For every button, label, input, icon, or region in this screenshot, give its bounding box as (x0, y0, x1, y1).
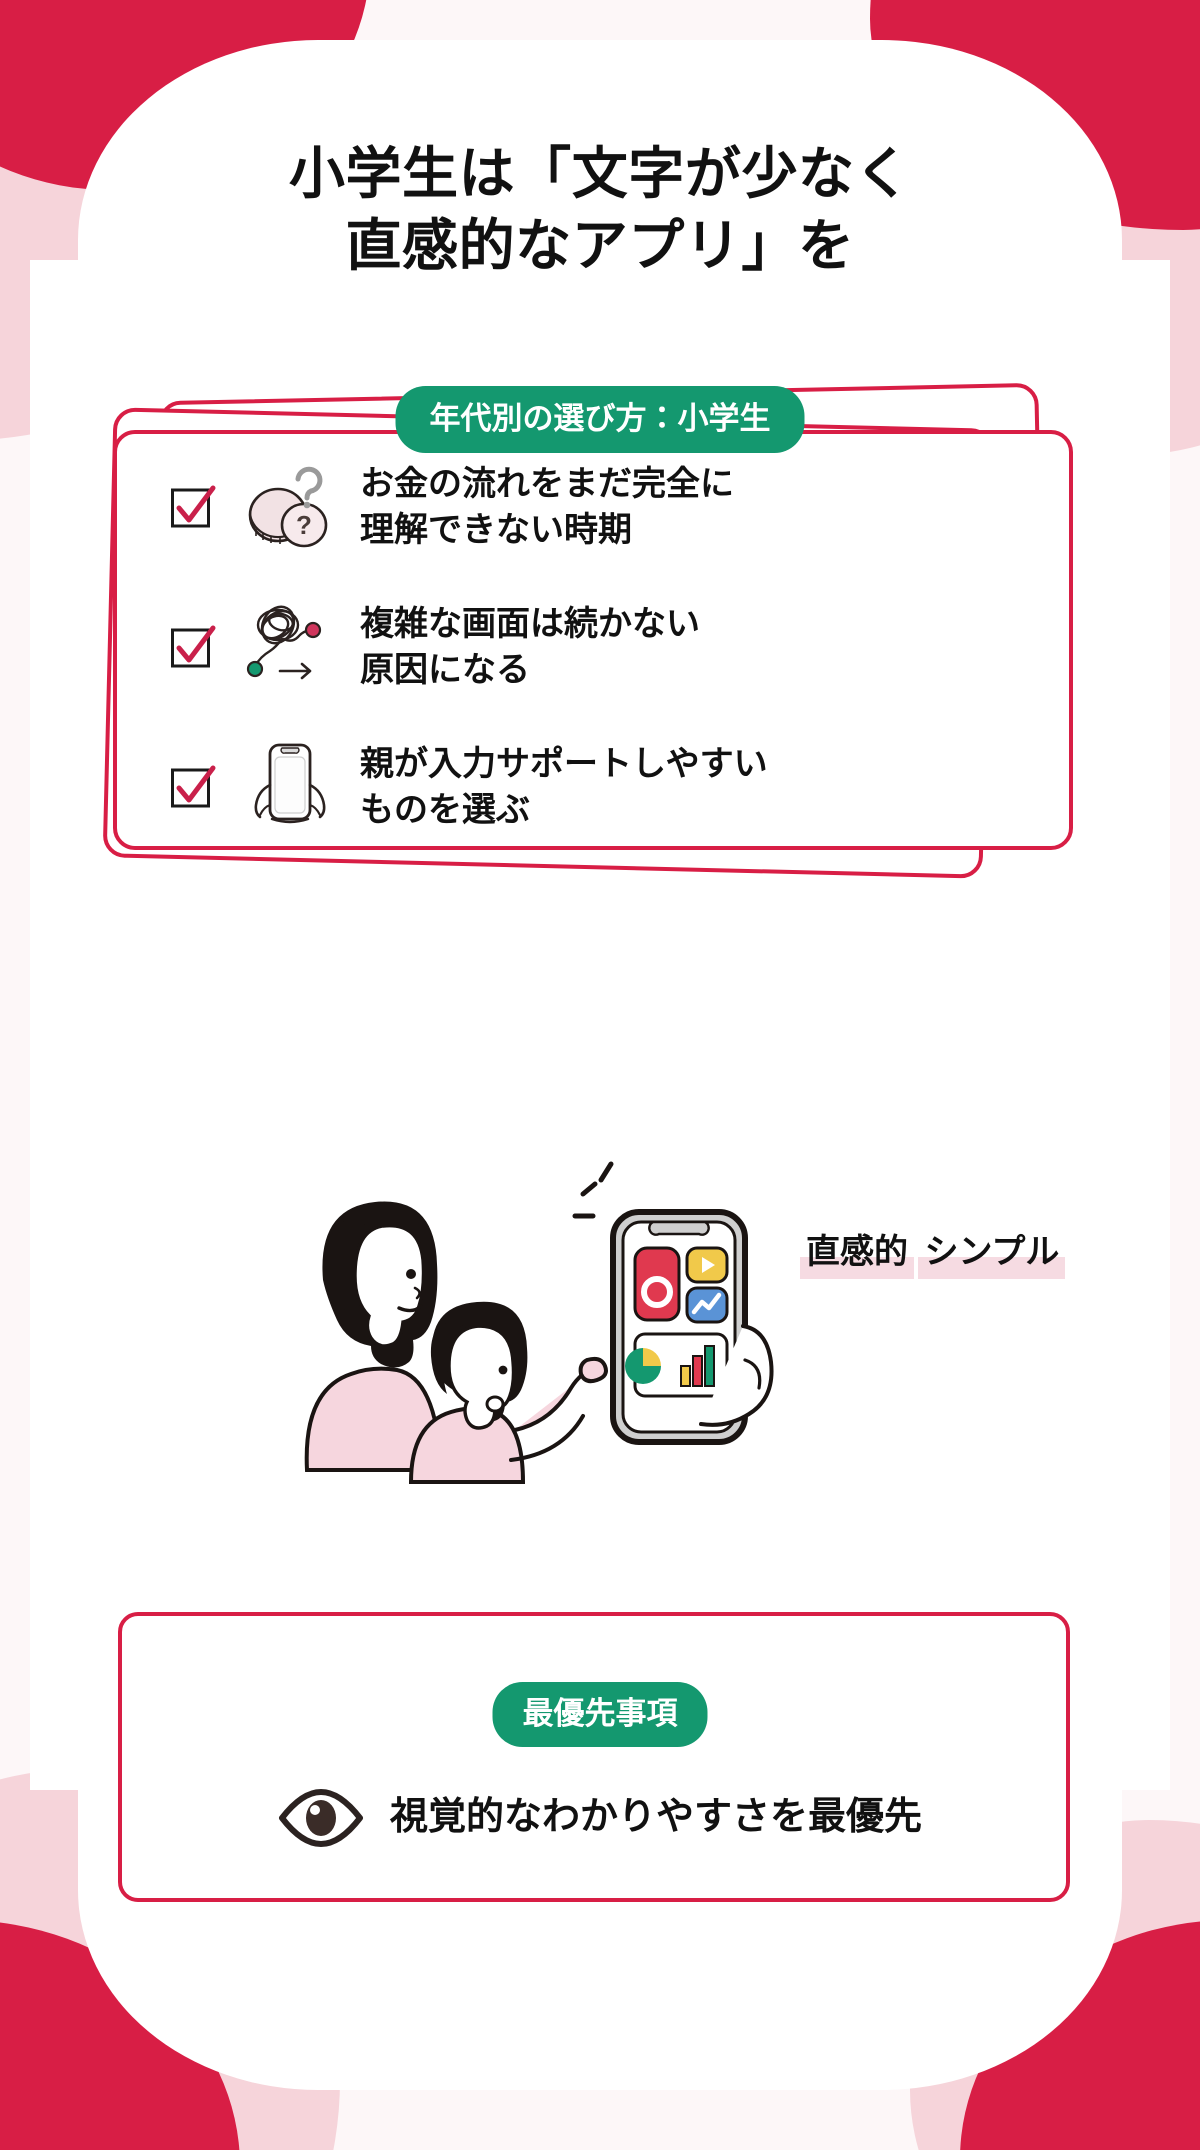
checklist: ? お金の流れをまだ完全に 理解できない時期 (170, 455, 1020, 839)
illustration-side-labels: 直感的 シンプル (800, 1230, 1100, 1323)
checklist-item-text: 親が入力サポートしやすい ものを選ぶ (360, 741, 768, 833)
page-title-line-1: 小学生は「文字が少なく (288, 142, 912, 205)
page-title: 小学生は「文字が少なく 直感的なアプリ」を (0, 138, 1200, 281)
checklist-item-text-line-1: 複雑な画面は続かない (360, 604, 700, 643)
priority-text: 視覚的なわかりやすさを最優先 (389, 1796, 922, 1839)
checked-checkbox-icon[interactable] (170, 764, 216, 810)
eye-icon (278, 1788, 364, 1848)
checklist-item-text-line-2: 原因になる (360, 651, 530, 689)
coins-question-icon: ? (238, 455, 342, 559)
checklist-item-text-line-1: お金の流れをまだ完全に (360, 464, 734, 503)
phone-in-hands-icon (238, 735, 342, 839)
checklist-item-text-line-2: 理解できない時期 (360, 511, 632, 549)
checklist-badge: 年代別の選び方：小学生 (395, 386, 805, 453)
side-label-intuitive: 直感的 (800, 1230, 914, 1280)
priority-card (118, 1612, 1070, 1902)
checked-checkbox-icon[interactable] (170, 484, 216, 530)
checklist-item[interactable]: 親が入力サポートしやすい ものを選ぶ (170, 735, 1020, 839)
checked-checkbox-icon[interactable] (170, 624, 216, 670)
page-title-line-2: 直感的なアプリ」を (345, 213, 855, 277)
checklist-item-text: 複雑な画面は続かない 原因になる (360, 601, 700, 693)
checklist-item-text: お金の流れをまだ完全に 理解できない時期 (360, 461, 734, 553)
side-label-simple: シンプル (918, 1230, 1066, 1280)
tangled-scribble-arrow-icon (238, 595, 342, 699)
checklist-item-text-line-2: ものを選ぶ (360, 791, 530, 829)
priority-badge: 最優先事項 (492, 1682, 708, 1747)
checklist-item[interactable]: 複雑な画面は続かない 原因になる (170, 595, 1020, 699)
parent-and-child-with-smartphone-illustration (215, 1160, 795, 1490)
checklist-item[interactable]: ? お金の流れをまだ完全に 理解できない時期 (170, 455, 1020, 559)
checklist-item-text-line-1: 親が入力サポートしやすい (360, 744, 768, 783)
svg-text:?: ? (296, 510, 312, 540)
priority-row: 視覚的なわかりやすさを最優先 (0, 1788, 1200, 1848)
